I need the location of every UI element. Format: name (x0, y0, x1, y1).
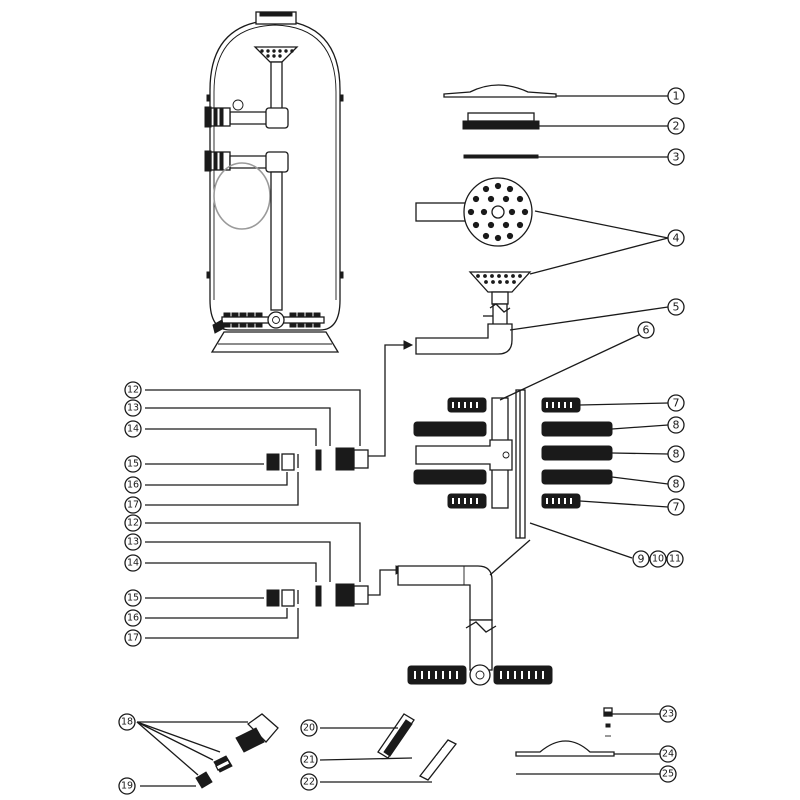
part-lid-gasket (463, 154, 668, 159)
callout-17-lower: 17 (124, 629, 142, 647)
callout-15-upper: 15 (124, 455, 142, 473)
callout-12-lower-label: 12 (127, 518, 139, 529)
callout-8-c: 8 (667, 475, 685, 493)
callout-2-label: 2 (673, 120, 680, 133)
callout-8-a-label: 8 (673, 419, 680, 432)
callout-8-c-label: 8 (673, 478, 680, 491)
callout-22-label: 22 (303, 777, 315, 788)
callout-20-label: 20 (303, 723, 315, 734)
callout-21-label: 21 (303, 755, 315, 766)
callout-24-label: 24 (662, 749, 674, 760)
callout-13-lower-label: 13 (127, 537, 139, 548)
callout-4: 4 (667, 229, 685, 247)
callout-7-top: 7 (667, 394, 685, 412)
part-dome-lid (443, 84, 668, 98)
part-small-lid-set (515, 707, 660, 775)
part-lid-ring (462, 112, 668, 130)
callout-7-top-label: 7 (673, 397, 680, 410)
upper-fitting-set (145, 389, 369, 506)
callout-16-lower: 16 (124, 609, 142, 627)
callout-18-label: 18 (121, 717, 133, 728)
callout-14-upper-label: 14 (127, 424, 139, 435)
callout-9: 9 (632, 550, 650, 568)
callout-17-lower-label: 17 (127, 633, 139, 644)
callout-18: 18 (118, 713, 136, 731)
callout-2: 2 (667, 117, 685, 135)
callout-25-label: 25 (662, 769, 674, 780)
callout-8-b-label: 8 (673, 448, 680, 461)
callout-14-upper: 14 (124, 420, 142, 438)
callout-10: 10 (649, 550, 667, 568)
callout-7-bottom: 7 (667, 498, 685, 516)
filter-tank-assembly (204, 11, 344, 353)
callout-19: 19 (118, 777, 136, 795)
callout-15-lower-label: 15 (127, 593, 139, 604)
callout-1-label: 1 (673, 90, 680, 103)
bottom-collector-assembly (397, 539, 553, 686)
callout-14-lower: 14 (124, 554, 142, 572)
callout-19-label: 19 (121, 781, 133, 792)
callout-23: 23 (659, 705, 677, 723)
callout-23-label: 23 (662, 709, 674, 720)
callout-16-lower-label: 16 (127, 613, 139, 624)
callout-16-upper: 16 (124, 476, 142, 494)
callout-6-label: 6 (643, 324, 650, 337)
callout-15-lower: 15 (124, 589, 142, 607)
callout-13-upper: 13 (124, 399, 142, 417)
callout-10-label: 10 (652, 554, 664, 565)
callout-5-label: 5 (673, 301, 680, 314)
callout-7-bottom-label: 7 (673, 501, 680, 514)
callout-17-upper-label: 17 (127, 500, 139, 511)
callout-1: 1 (667, 87, 685, 105)
callout-12-upper-label: 12 (127, 385, 139, 396)
part-lateral-collector (413, 331, 669, 559)
callout-17-upper: 17 (124, 496, 142, 514)
callout-16-upper-label: 16 (127, 480, 139, 491)
callout-25: 25 (659, 765, 677, 783)
callout-14-lower-label: 14 (127, 558, 139, 569)
part-sight-glass (319, 713, 457, 783)
callout-21: 21 (300, 751, 318, 769)
callout-3: 3 (667, 148, 685, 166)
part-inlet-pipe (360, 303, 669, 457)
callout-13-upper-label: 13 (127, 403, 139, 414)
lower-fitting-set (145, 522, 406, 639)
callout-8-b: 8 (667, 445, 685, 463)
callout-5: 5 (667, 298, 685, 316)
callout-13-lower: 13 (124, 533, 142, 551)
callout-12-upper: 12 (124, 381, 142, 399)
callout-3-label: 3 (673, 151, 680, 164)
callout-15-upper-label: 15 (127, 459, 139, 470)
callout-24: 24 (659, 745, 677, 763)
callout-6: 6 (637, 321, 655, 339)
part-diffuser (415, 177, 669, 305)
callout-22: 22 (300, 773, 318, 791)
callout-11: 11 (666, 550, 684, 568)
part-drain-assembly (136, 713, 279, 789)
callout-12-lower: 12 (124, 514, 142, 532)
callout-4-label: 4 (673, 232, 680, 245)
callout-11-label: 11 (669, 554, 681, 565)
callout-9-label: 9 (638, 553, 645, 566)
callout-8-a: 8 (667, 416, 685, 434)
callout-20: 20 (300, 719, 318, 737)
